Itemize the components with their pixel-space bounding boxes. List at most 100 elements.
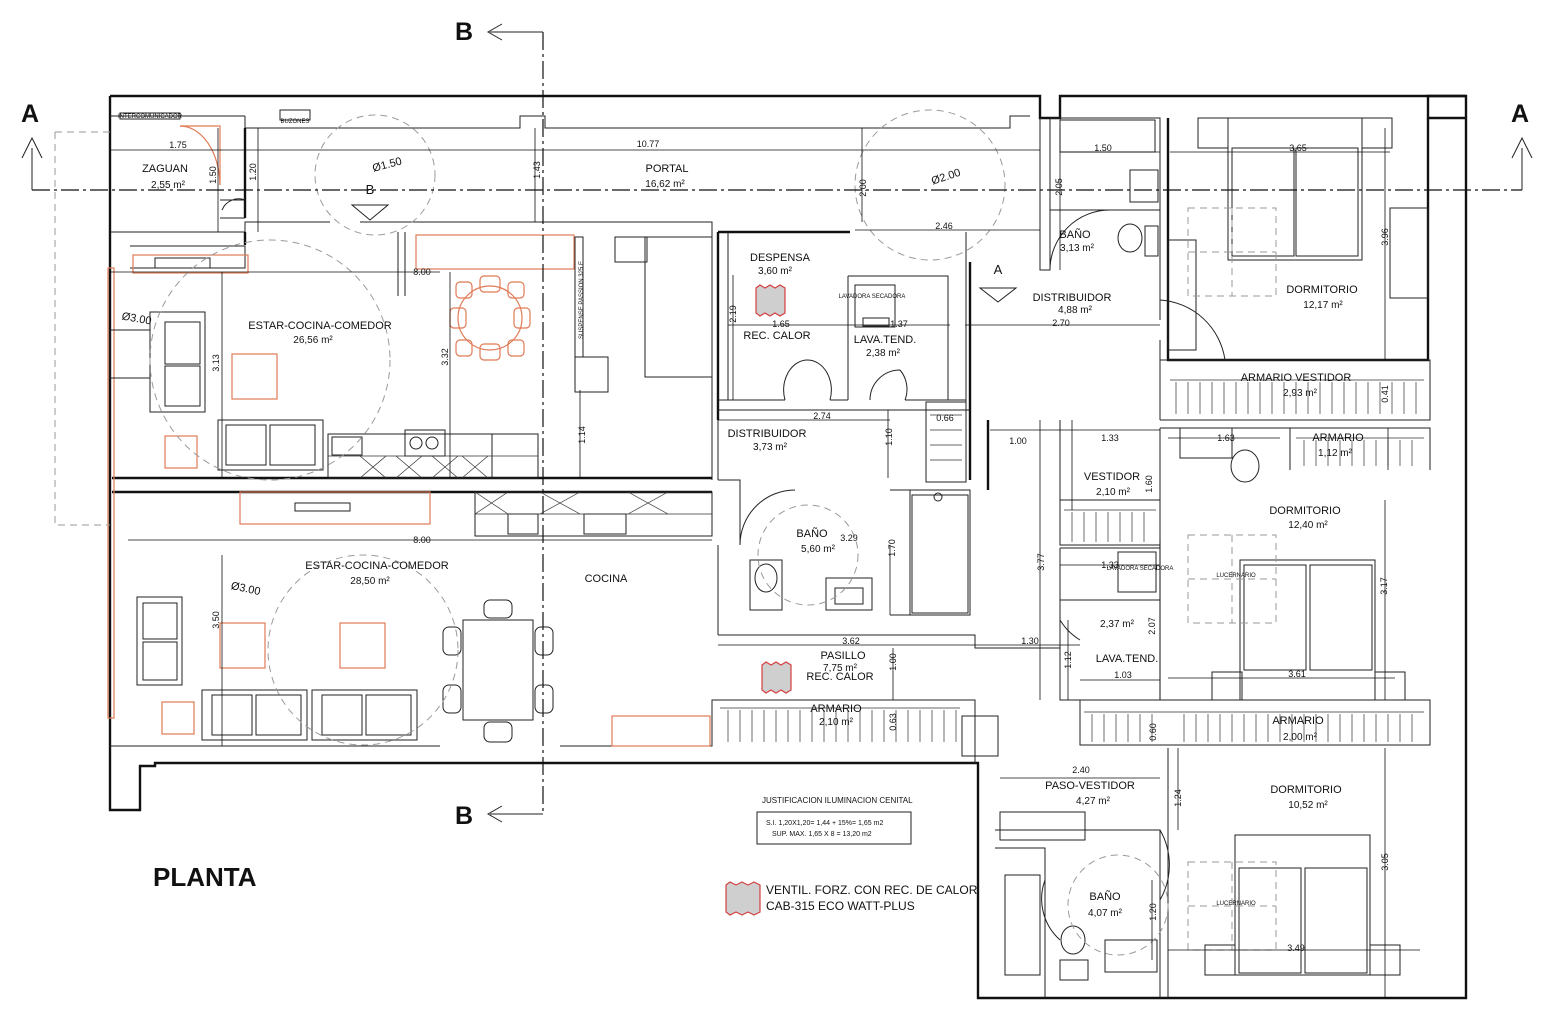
dimension-label: Ø3.00 bbox=[230, 580, 262, 598]
room-name: DISTRIBUIDOR bbox=[1033, 292, 1112, 304]
dimension-label: 1.75 bbox=[169, 140, 187, 150]
justification-line1: S.I. 1,20X1,20= 1,44 + 15%= 1,65 m2 bbox=[766, 820, 883, 827]
dimension-label: 3.77 bbox=[1036, 553, 1046, 571]
section-mark-a-left: A bbox=[21, 100, 39, 128]
room-name: ESTAR-COCINA-COMEDOR bbox=[248, 320, 391, 332]
room-name: LAVA.TEND. bbox=[854, 334, 917, 346]
legend-line1: VENTIL. FORZ. CON REC. DE CALOR bbox=[766, 883, 978, 897]
legend: VENTIL. FORZ. CON REC. DE CALOR CAB-315 … bbox=[766, 883, 978, 913]
exterior-walls bbox=[108, 94, 1468, 1000]
heat-recovery-icon bbox=[755, 284, 786, 317]
room-area: 5,60 m² bbox=[801, 544, 836, 555]
dimension-label: 1.65 bbox=[772, 319, 790, 329]
heat-recovery-units bbox=[725, 284, 792, 916]
room-name: PASO-VESTIDOR bbox=[1045, 780, 1135, 792]
room-name: DESPENSA bbox=[750, 252, 811, 264]
room-name: BAÑO bbox=[1059, 228, 1091, 241]
dimension-label: Ø2.00 bbox=[930, 167, 962, 188]
room-name: LAVA.TEND. bbox=[1096, 653, 1159, 665]
washer-dryer-label: LAVADORA SECADORA bbox=[839, 294, 906, 300]
room-name: DORMITORIO bbox=[1286, 284, 1358, 296]
dimension-label: 2.40 bbox=[1072, 765, 1090, 775]
dimension-label: 3.50 bbox=[211, 611, 221, 629]
dimension-label: 3.65 bbox=[1289, 143, 1307, 153]
room-area: 26,56 m² bbox=[293, 335, 333, 346]
dimension-label: 1.14 bbox=[577, 426, 587, 444]
dimension-label: 1.10 bbox=[884, 428, 894, 446]
room-area: 4,27 m² bbox=[1076, 796, 1111, 807]
dimension-label: 1.33 bbox=[1101, 560, 1119, 570]
heat-recovery-icon bbox=[725, 881, 761, 916]
room-area: 4,07 m² bbox=[1088, 908, 1123, 919]
dimension-label: 3.13 bbox=[211, 354, 221, 372]
room-area: 3,60 m² bbox=[758, 266, 793, 277]
room-area: 28,50 m² bbox=[350, 576, 390, 587]
room-area: 4,88 m² bbox=[1058, 305, 1093, 316]
dimension-label: 0.66 bbox=[936, 413, 954, 423]
dimension-label: 1.00 bbox=[1009, 436, 1027, 446]
turning-circles bbox=[149, 109, 1169, 956]
room-name: ARMARIO bbox=[1312, 432, 1364, 444]
plan-title: PLANTA bbox=[153, 862, 257, 892]
room-area: 2,00 m² bbox=[1283, 732, 1318, 743]
room-name: REC. CALOR bbox=[806, 671, 873, 683]
dimension-label: 1.43 bbox=[532, 161, 542, 179]
dimension-label: 1.63 bbox=[1217, 433, 1235, 443]
section-mark-a-right: A bbox=[1511, 100, 1529, 128]
room-name: ZAGUAN bbox=[142, 163, 188, 175]
room-name: VESTIDOR bbox=[1084, 471, 1140, 483]
dimension-label: 3.29 bbox=[840, 533, 858, 543]
dimension-label: 2.00 bbox=[858, 179, 868, 197]
section-mark-b-top: B bbox=[455, 18, 473, 46]
skylight-label-2: LUCERNARIO bbox=[1216, 901, 1256, 907]
room-area: 3,73 m² bbox=[753, 442, 788, 453]
dimension-label: 2.46 bbox=[935, 221, 953, 231]
room-area: 2,38 m² bbox=[866, 348, 901, 359]
room-name: ESTAR-COCINA-COMEDOR bbox=[305, 560, 448, 572]
room-name: BAÑO bbox=[796, 527, 828, 540]
room-area: 2,10 m² bbox=[1096, 487, 1131, 498]
heat-recovery-icon bbox=[761, 661, 792, 694]
room-area: 2,10 m² bbox=[819, 717, 854, 728]
dimension-label: 1.50 bbox=[208, 166, 218, 184]
dimension-label: 0.60 bbox=[1148, 723, 1158, 741]
dimension-label: 10.77 bbox=[637, 139, 660, 149]
room-name: REC. CALOR bbox=[743, 330, 810, 342]
dimension-label: 2.70 bbox=[1052, 318, 1070, 328]
room-name: ARMARIO VESTIDOR bbox=[1241, 372, 1352, 384]
lighting-justification: JUSTIFICACION ILUMINACION CENITAL S.I. 1… bbox=[756, 796, 913, 845]
section-arrow-b: B bbox=[366, 182, 375, 197]
room-area: 1,12 m² bbox=[1318, 448, 1353, 459]
dimension-label: 1.20 bbox=[248, 163, 258, 181]
room-name: DISTRIBUIDOR bbox=[728, 428, 807, 440]
room-name: ARMARIO bbox=[1272, 715, 1324, 727]
dimension-label: 3.05 bbox=[1380, 853, 1390, 871]
room-area: 12,17 m² bbox=[1303, 300, 1343, 311]
dimension-label: 1.33 bbox=[1101, 433, 1119, 443]
dimension-label: 1.50 bbox=[1094, 143, 1112, 153]
room-area: 2,93 m² bbox=[1283, 388, 1318, 399]
dimension-label: 3.96 bbox=[1380, 228, 1390, 246]
room-name: COCINA bbox=[585, 573, 628, 585]
dimension-label: Ø3.00 bbox=[121, 311, 153, 328]
dimension-label: 1.12 bbox=[1063, 651, 1073, 669]
dimension-label: 2.74 bbox=[813, 411, 831, 421]
mailboxes-label: BUZONES bbox=[280, 119, 309, 125]
dimension-label: 1.37 bbox=[890, 319, 908, 329]
dimension-label: 8.00 bbox=[413, 267, 431, 277]
room-name: ARMARIO bbox=[810, 703, 862, 715]
dimension-label: 3.61 bbox=[1288, 669, 1306, 679]
dimension-label: 3.32 bbox=[440, 348, 450, 366]
justification-heading: JUSTIFICACION ILUMINACION CENITAL bbox=[762, 796, 913, 805]
skylight-label: LUCERNARIO bbox=[1216, 573, 1256, 579]
dimension-label: 1.24 bbox=[1173, 789, 1183, 807]
room-name: DORMITORIO bbox=[1270, 784, 1342, 796]
room-labels: ZAGUAN 2,55 m² PORTAL 16,62 m² ESTAR-COC… bbox=[142, 163, 1364, 919]
washer-dryer-label-2: LAVADORA SECADORA bbox=[1107, 566, 1174, 572]
dimension-label: 3.62 bbox=[842, 636, 860, 646]
dimension-label: 1.60 bbox=[1144, 475, 1154, 493]
shelf-label: SUSPENSE PASSION 325 E bbox=[579, 261, 585, 339]
dimension-label: 1.03 bbox=[1114, 670, 1132, 680]
section-mark-b-bottom: B bbox=[455, 802, 473, 830]
